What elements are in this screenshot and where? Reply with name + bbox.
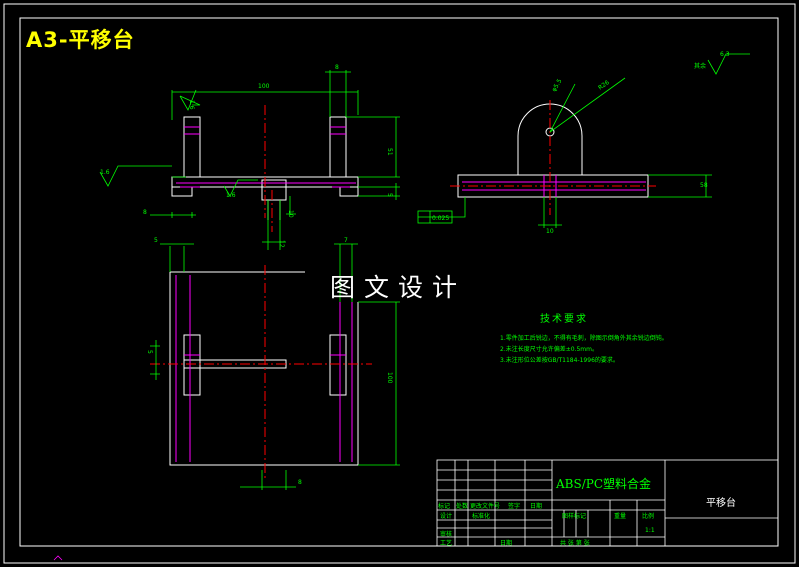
dim-slot-width: 8 xyxy=(335,64,339,71)
front-view-dimension-text: 100 8 51 5 8 10 12 1.6 1.6 1.6 xyxy=(100,64,393,248)
drawing-frame xyxy=(3,3,796,564)
dim-side-bottom: 10 xyxy=(546,228,554,235)
roughness-rest-label: 其余 xyxy=(694,62,706,70)
title-block-role: 标准化 xyxy=(472,513,491,520)
note-item: 1.零件加工后锐边，不得有毛刺，除图示倒角外其余锐边倒钝。 xyxy=(500,335,668,342)
title-block-role: 日期 xyxy=(500,540,513,547)
title-block-col-label: 图样标记 xyxy=(562,513,587,520)
notes-title: 技术要求 xyxy=(540,314,588,325)
side-view: φ5.5 R26 58 10 0.025 其余 6.3 xyxy=(417,51,750,235)
title-block-row-label: 处数 xyxy=(456,503,469,510)
dim-foot-gap: 12 xyxy=(278,240,285,248)
roughness-top: 1.6 xyxy=(188,100,195,110)
title-block-row-label: 更改文件号 xyxy=(470,503,501,510)
dim-plan-left: 5 xyxy=(154,237,158,244)
title-block-row-label: 签字 xyxy=(508,503,521,510)
note-item: 3.未注形位公差按GB/T1184-1996的要求。 xyxy=(500,357,619,364)
note-item: 2.未注长度尺寸允许偏差±0.5mm。 xyxy=(500,346,598,353)
title-block-material: ABS/PC塑料合金 xyxy=(556,477,652,491)
title-block-scale: 1:1 xyxy=(645,527,655,534)
dim-plan-height: 100 xyxy=(386,372,393,384)
title-block-sheet-of: 共 张 第 张 xyxy=(560,540,590,547)
flatness-value: 0.025 xyxy=(432,215,449,222)
front-view-dimensions xyxy=(99,70,400,250)
dim-plan-right: 7 xyxy=(344,237,348,244)
title-block-row-label: 标记 xyxy=(438,503,451,510)
bottom-marker xyxy=(53,555,63,561)
title-block-row-label: 日期 xyxy=(530,503,543,510)
dim-overall-width: 100 xyxy=(258,83,270,90)
title-block-role: 审核 xyxy=(440,531,453,538)
plan-view: 5 7 100 8 5 xyxy=(146,237,400,490)
title-block-col-label: 比例 xyxy=(642,513,655,520)
dim-height: 51 xyxy=(386,148,393,156)
dim-base-thickness: 5 xyxy=(386,193,393,197)
title-block-col-label: 重量 xyxy=(614,513,627,520)
roughness-left: 1.6 xyxy=(100,169,110,176)
roughness-rest-value: 6.3 xyxy=(720,51,730,58)
title-block-part-name: 平移台 xyxy=(706,498,736,509)
front-view xyxy=(171,105,359,232)
watermark: 图文设计 xyxy=(330,273,467,302)
dim-plan-slot: 5 xyxy=(146,350,153,354)
dim-side-height: 58 xyxy=(700,182,708,189)
dim-hole-dia: φ5.5 xyxy=(551,78,564,93)
dim-foot-depth: 10 xyxy=(287,210,294,218)
dim-left-offset: 8 xyxy=(143,209,147,216)
dim-plan-bottom: 8 xyxy=(298,479,302,486)
title-block-role: 工艺 xyxy=(440,540,453,547)
sheet-title: A3-平移台 xyxy=(26,28,135,52)
roughness-base: 1.6 xyxy=(226,192,236,199)
title-block xyxy=(436,459,779,547)
title-block-role: 设计 xyxy=(440,513,453,520)
